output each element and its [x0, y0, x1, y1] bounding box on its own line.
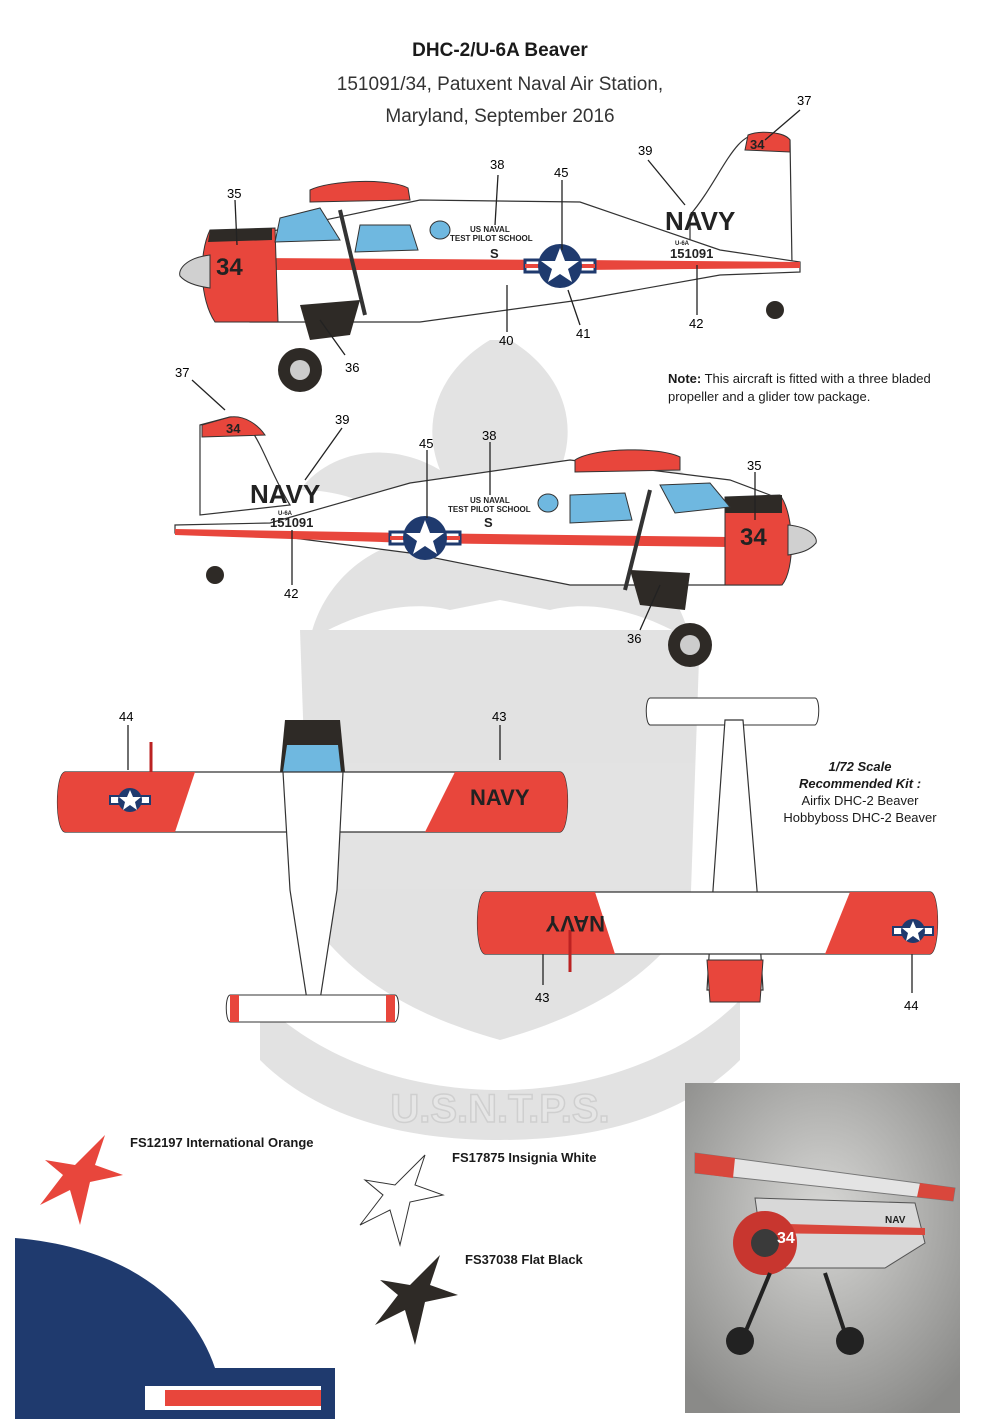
- wing-navy-top: NAVY: [470, 785, 530, 810]
- wing-navy-bottom: NAVY: [545, 911, 605, 936]
- callout2-36: 36: [627, 631, 641, 646]
- callout2-42: 42: [284, 586, 298, 601]
- callout2-39: 39: [335, 412, 349, 427]
- scale-label: 1/72 Scale: [828, 759, 892, 774]
- star-insignia: [523, 244, 597, 288]
- subtitle-line-2: Maryland, September 2016: [385, 106, 615, 127]
- callouts-side-2: 37 39 45 38 35 42 36: [175, 365, 761, 646]
- subtitle-line-1: 151091/34, Patuxent Naval Air Station,: [336, 74, 664, 95]
- swatch-orange-label: FS12197 International Orange: [130, 1135, 314, 1150]
- callout-plan-43a: 43: [492, 709, 506, 724]
- note-text: Note: This aircraft is fitted with a thr…: [668, 370, 968, 406]
- top-view: NAVY: [56, 720, 569, 1023]
- svg-text:34: 34: [777, 1230, 795, 1247]
- callout-37: 37: [797, 93, 811, 108]
- callout2-38: 38: [482, 428, 496, 443]
- page-title: DHC-2/U-6A Beaver: [412, 40, 588, 61]
- swatch-black-jet-icon: [375, 1255, 458, 1345]
- callouts-side-1: 35 38 45 39 37 36 40 41 42: [227, 93, 811, 375]
- school-line-1: US NAVAL: [470, 225, 510, 234]
- spinner-icon: [179, 254, 211, 289]
- callout-42: 42: [689, 316, 703, 331]
- callout2-35: 35: [747, 458, 761, 473]
- swatch-black-label: FS37038 Flat Black: [465, 1252, 583, 1267]
- callout-39: 39: [638, 143, 652, 158]
- navy-fuselage-2: NAVY: [250, 479, 320, 509]
- canopy: [274, 207, 341, 243]
- callout-45: 45: [554, 165, 568, 180]
- tail-wheel-2: [206, 566, 224, 584]
- callout-38: 38: [490, 157, 504, 172]
- recommended-label: Recommended Kit :: [798, 776, 922, 791]
- engine-cowling: [201, 227, 279, 323]
- nose-code: 34: [216, 254, 243, 281]
- note-body: This aircraft is fitted with a three bla…: [668, 371, 931, 404]
- callout-plan-44a: 44: [119, 709, 133, 724]
- bottom-view: NAVY: [476, 697, 939, 1003]
- serial-prefix: U-6A: [675, 241, 690, 247]
- navy-fuselage: NAVY: [665, 206, 735, 236]
- nose-code-2: 34: [740, 524, 767, 551]
- kit-1: Airfix DHC-2 Beaver: [801, 793, 919, 808]
- kit-2: Hobbyboss DHC-2 Beaver: [783, 810, 937, 825]
- watermark-text: U.S.N.T.P.S.: [390, 1087, 609, 1131]
- tail-wheel: [766, 301, 784, 319]
- callout-plan-43b: 43: [535, 990, 549, 1005]
- callout-35: 35: [227, 186, 241, 201]
- wing-star-left: [109, 788, 151, 812]
- wing-star-right: [892, 919, 934, 943]
- side-view-right-profile: 34 34 US NAVAL TEST PILOT SCHOOL S NAVY …: [174, 416, 817, 667]
- callout-plan-44b: 44: [904, 998, 918, 1013]
- callout-41: 41: [576, 326, 590, 341]
- canopy-2: [659, 482, 731, 514]
- serial-prefix-2: U-6A: [278, 511, 293, 517]
- serial-2: 151091: [270, 515, 313, 530]
- callouts-plan: 44 43 43 44: [119, 709, 918, 1013]
- swatch-white-jet-icon: [359, 1154, 445, 1247]
- svg-text:NAV: NAV: [885, 1215, 906, 1226]
- swatch-white-label: FS17875 Insignia White: [452, 1150, 597, 1165]
- school-line-1-2: US NAVAL: [470, 496, 510, 505]
- tail-marking-graphic: [15, 1238, 335, 1419]
- callout2-37: 37: [175, 365, 189, 380]
- side-view-left-profile: 34 34 US NAVAL TEST PILOT SCHOOL S NAVY …: [179, 131, 801, 392]
- tail-code-2: 34: [226, 421, 241, 436]
- scale-box: 1/72 Scale Recommended Kit : Airfix DHC-…: [740, 758, 980, 826]
- bottom-tailplane: [645, 697, 820, 726]
- school-line-2-2: TEST PILOT SCHOOL: [448, 505, 531, 514]
- serial: 151091: [670, 246, 713, 261]
- callout-36: 36: [345, 360, 359, 375]
- callout2-45: 45: [419, 436, 433, 451]
- tail-code: 34: [750, 137, 765, 152]
- school-letter-2: S: [484, 515, 493, 530]
- school-line-2: TEST PILOT SCHOOL: [450, 234, 533, 243]
- callout-40: 40: [499, 333, 513, 348]
- note-label: Note:: [668, 371, 702, 386]
- school-letter: S: [490, 246, 499, 261]
- reference-photo: 34 NAV: [685, 1083, 960, 1413]
- star-insignia-2: [388, 516, 462, 560]
- spinner-icon-2: [787, 524, 817, 556]
- swatch-orange-jet-icon: [40, 1135, 123, 1225]
